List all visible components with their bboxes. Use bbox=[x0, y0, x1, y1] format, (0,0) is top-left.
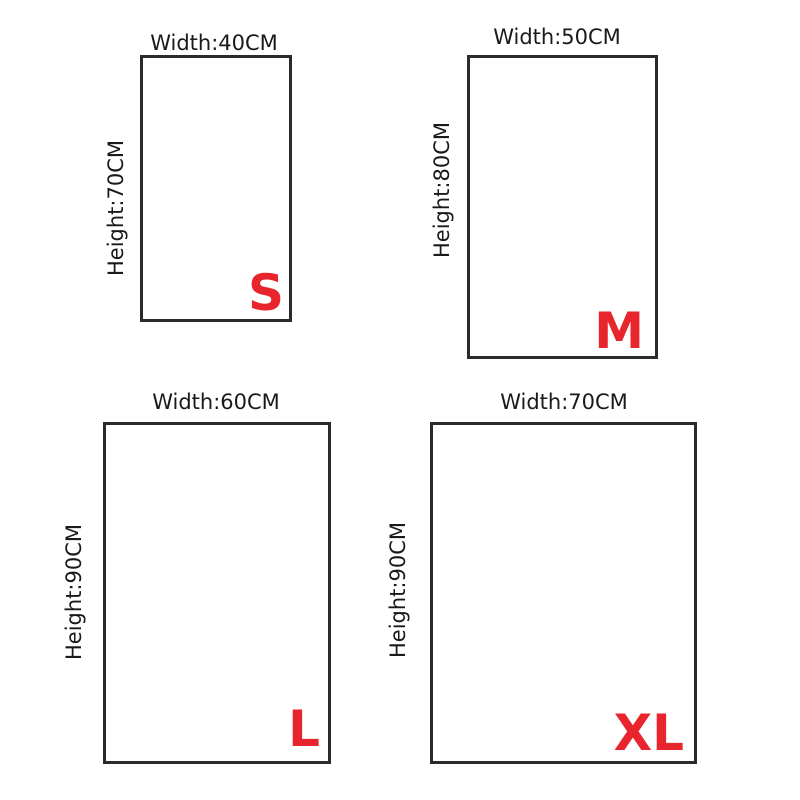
size-s-frame bbox=[140, 55, 292, 322]
size-m-code: M bbox=[594, 302, 644, 360]
size-l-frame bbox=[103, 422, 331, 764]
size-s-code: S bbox=[247, 264, 284, 322]
size-m-height-label: Height:80CM bbox=[430, 122, 454, 258]
size-l-height-label: Height:90CM bbox=[62, 524, 86, 660]
size-m-width-label: Width:50CM bbox=[493, 25, 621, 49]
size-s-width-label: Width:40CM bbox=[150, 31, 278, 55]
size-s-height-label: Height:70CM bbox=[104, 140, 128, 276]
size-l-width-label: Width:60CM bbox=[152, 390, 280, 414]
size-xl-frame bbox=[430, 422, 697, 764]
size-xl-height-label: Height:90CM bbox=[386, 522, 410, 658]
size-xl-width-label: Width:70CM bbox=[500, 390, 628, 414]
size-l-code: L bbox=[288, 700, 320, 758]
size-m-frame bbox=[467, 55, 658, 359]
size-xl-code: XL bbox=[613, 704, 684, 762]
